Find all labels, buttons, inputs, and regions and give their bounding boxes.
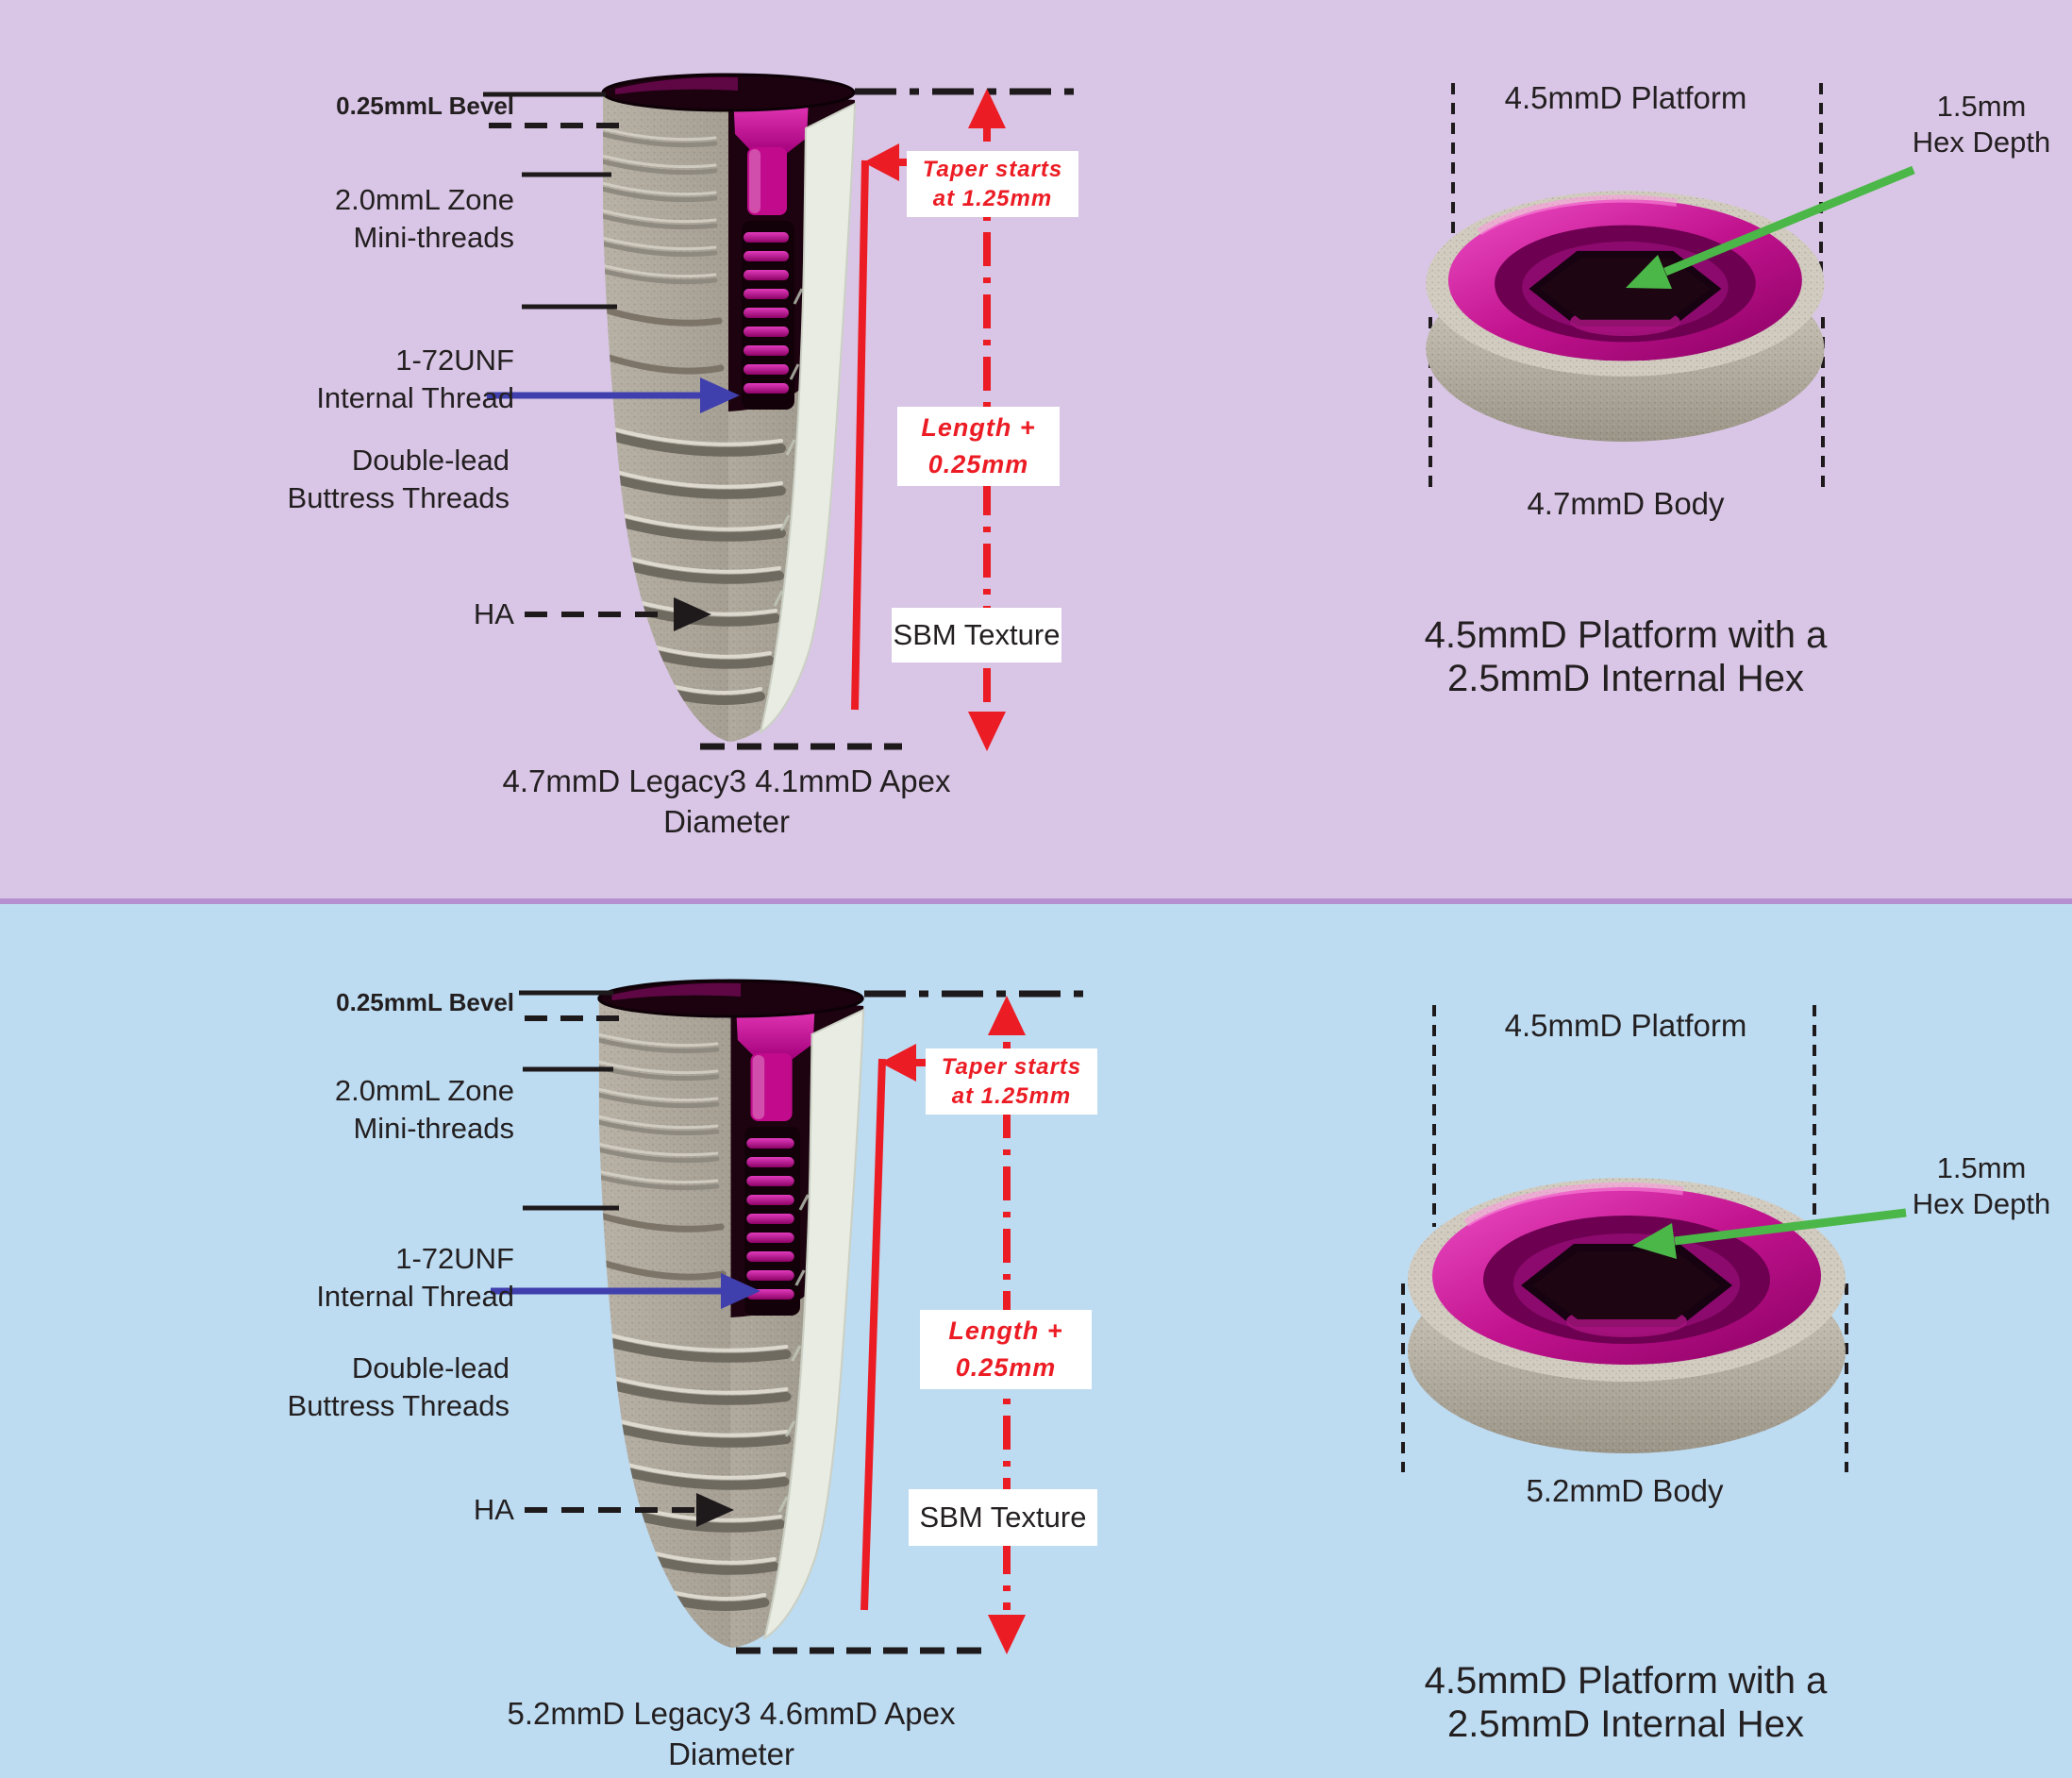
internal-thread-label: 1-72UNF Internal Thread (316, 1240, 514, 1316)
taper-note-line2: at 1.25mm (932, 186, 1053, 211)
implant-caption-line2: 4.6mmD Apex Diameter (668, 1696, 956, 1771)
taper-note: Taper starts at 1.25mm (926, 1048, 1097, 1115)
platform-caption: 4.5mmD Platform with a 2.5mmD Internal H… (1352, 1659, 1899, 1746)
hex-depth-arrowhead (1626, 255, 1672, 289)
body-diameter-label: 5.2mmD Body (1526, 1473, 1724, 1508)
buttress-threads-label-line1: Double-lead (351, 1351, 510, 1384)
ha-label: HA (473, 1493, 514, 1526)
mini-threads-label-line1: 2.0mmL Zone (334, 183, 514, 216)
internal-thread-label: 1-72UNF Internal Thread (316, 342, 514, 417)
taper-reference-line (861, 1058, 886, 1611)
panel-legacy3-52: 0.25mmL Bevel 2.0mmL Zone Mini-threads 1… (0, 904, 2072, 1778)
ha-label: HA (473, 597, 514, 630)
hex-depth-label-line2: Hex Depth (1912, 1187, 2051, 1220)
buttress-threads-label-line1: Double-lead (351, 444, 510, 477)
hex-depth-label-line1: 1.5mm (1936, 1151, 2027, 1184)
mini-threads-label: 2.0mmL Zone Mini-threads (335, 1072, 514, 1148)
internal-thread-label-line2: Internal Thread (316, 1280, 514, 1313)
implant-caption-line1: 4.7mmD Legacy3 (502, 763, 747, 798)
platform-caption-line2: 2.5mmD Internal Hex (1447, 658, 1804, 699)
hex-depth-label-line1: 1.5mm (1936, 90, 2027, 123)
taper-arrowhead (880, 1044, 916, 1082)
platform-diameter-label: 4.5mmD Platform (1504, 1008, 1747, 1043)
implant-caption: 5.2mmD Legacy3 4.6mmD Apex Diameter (495, 1693, 967, 1774)
buttress-threads-label: Double-lead Buttress Threads (288, 1350, 510, 1425)
length-note: Length + 0.25mm (920, 1310, 1092, 1389)
implant-cutaway-image (593, 981, 864, 1655)
hex-depth-label: 1.5mm Hex Depth (1882, 89, 2072, 160)
implant-caption-line1: 5.2mmD Legacy3 (507, 1696, 752, 1731)
length-arrowhead-down (968, 712, 1006, 751)
bevel-label: 0.25mmL Bevel (336, 92, 514, 120)
length-arrowhead-down (988, 1615, 1026, 1654)
hex-depth-arrowhead (1632, 1223, 1677, 1259)
platform-caption-line1: 4.5mmD Platform with a (1424, 614, 1828, 656)
mini-threads-label-line2: Mini-threads (353, 221, 514, 254)
length-arrowhead-up (988, 996, 1026, 1035)
annotation-lines (491, 990, 1907, 1654)
mini-threads-label: 2.0mmL Zone Mini-threads (335, 181, 514, 257)
buttress-threads-label-line2: Buttress Threads (287, 481, 510, 514)
implant-cutaway-image (596, 75, 855, 749)
panel-divider (0, 898, 2072, 904)
implant-caption-line2: 4.1mmD Apex Diameter (663, 763, 951, 839)
sbm-texture-note: SBM Texture (892, 608, 1061, 663)
length-note: Length + 0.25mm (897, 407, 1060, 486)
implant-caption: 4.7mmD Legacy3 4.1mmD Apex Diameter (491, 761, 962, 842)
hex-depth-arrow (1663, 165, 1915, 277)
internal-thread-label-line1: 1-72UNF (395, 1242, 514, 1275)
internal-thread-arrowhead (721, 1273, 760, 1309)
hex-depth-label-line2: Hex Depth (1912, 126, 2051, 159)
length-note-line2: + 0.25mm (955, 1317, 1063, 1382)
platform-diameter-label: 4.5mmD Platform (1504, 80, 1747, 115)
taper-reference-line (851, 159, 869, 711)
panel-legacy3-47: 0.25mmL Bevel 2.0mmL Zone Mini-threads 1… (0, 0, 2072, 898)
length-note-line2: + 0.25mm (927, 413, 1036, 478)
taper-arrowhead (863, 143, 899, 181)
length-arrowhead-up (968, 89, 1006, 128)
bottom-panel-illustration (491, 904, 1907, 1778)
taper-note-line2: at 1.25mm (951, 1083, 1072, 1109)
length-note-line1: Length (948, 1317, 1040, 1345)
internal-thread-label-line1: 1-72UNF (395, 344, 514, 377)
length-note-line1: Length (921, 413, 1012, 442)
platform-dimension-lines (1401, 1005, 1848, 1472)
platform-hex-image (1408, 1178, 1846, 1453)
hex-depth-arrow (1674, 1208, 1907, 1246)
buttress-threads-label-line2: Buttress Threads (287, 1389, 510, 1422)
bevel-label: 0.25mmL Bevel (336, 988, 514, 1016)
sbm-texture-note: SBM Texture (909, 1489, 1097, 1546)
mini-threads-label-line2: Mini-threads (353, 1112, 514, 1145)
ha-arrowhead (674, 597, 711, 631)
ha-arrowhead (696, 1493, 734, 1527)
platform-caption: 4.5mmD Platform with a 2.5mmD Internal H… (1352, 613, 1899, 700)
mini-threads-label-line1: 2.0mmL Zone (334, 1074, 514, 1107)
internal-thread-arrowhead (700, 377, 740, 413)
platform-caption-line2: 2.5mmD Internal Hex (1447, 1703, 1804, 1745)
hex-depth-label: 1.5mm Hex Depth (1882, 1150, 2072, 1222)
platform-caption-line1: 4.5mmD Platform with a (1424, 1660, 1828, 1702)
body-diameter-label: 4.7mmD Body (1527, 486, 1725, 521)
buttress-threads-label: Double-lead Buttress Threads (288, 442, 510, 517)
taper-note-line1: Taper starts (941, 1054, 1082, 1080)
taper-note-line1: Taper starts (922, 157, 1063, 182)
internal-thread-label-line2: Internal Thread (316, 381, 514, 414)
taper-note: Taper starts at 1.25mm (907, 151, 1078, 217)
